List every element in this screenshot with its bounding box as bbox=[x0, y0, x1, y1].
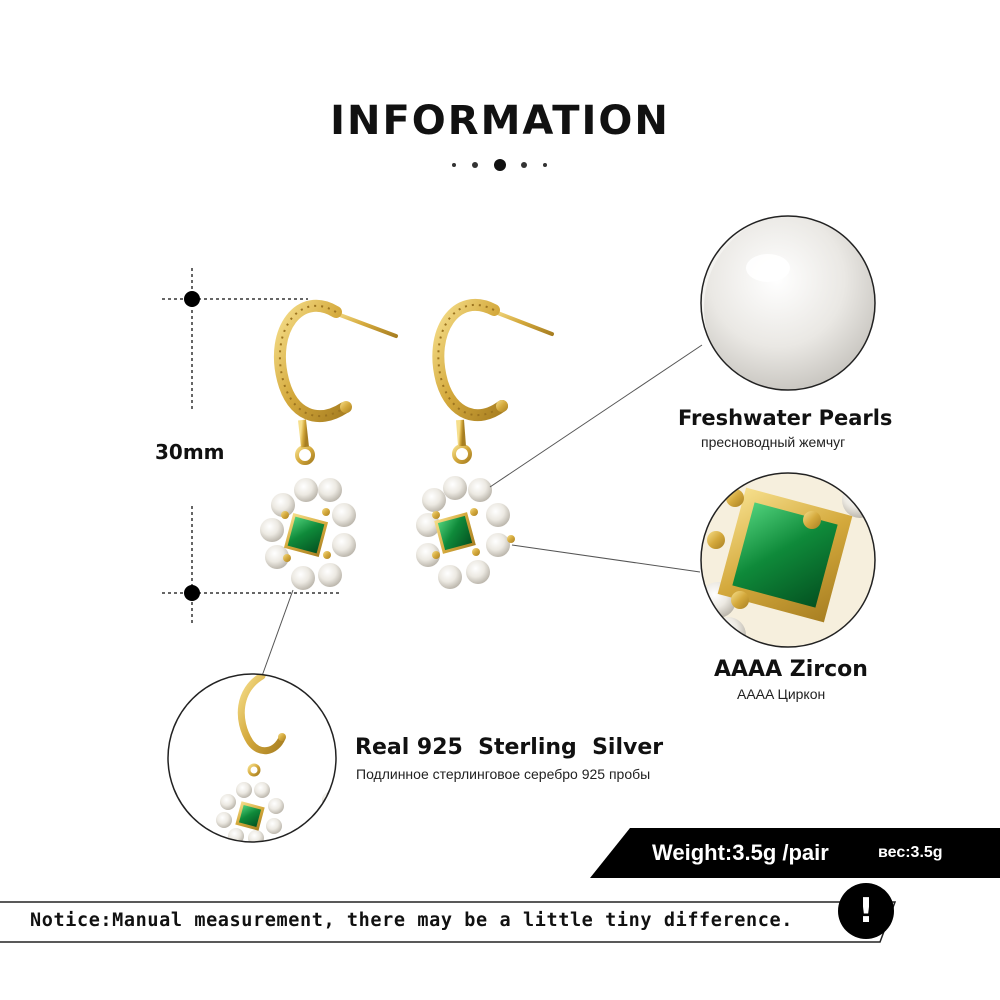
exclamation-icon: ! bbox=[838, 883, 894, 939]
earring-right bbox=[416, 298, 554, 589]
weight-banner bbox=[590, 828, 1000, 878]
pearl-detail-circle bbox=[700, 215, 876, 391]
page-title: INFORMATION bbox=[330, 98, 670, 144]
pearls-feature-title: Freshwater Pearls bbox=[678, 406, 893, 430]
pointer-lines bbox=[261, 344, 703, 677]
notice-text: Notice:Manual measurement, there may be … bbox=[30, 910, 793, 931]
silver-feature-title: Real 925 Sterling Silver bbox=[355, 735, 664, 760]
pearls-feature-subtitle: пресноводный жемчуг bbox=[701, 434, 846, 450]
weight-label: Weight:3.5g /pair bbox=[652, 840, 829, 865]
silver-feature-subtitle: Подлинное стерлинговое серебро 925 пробы bbox=[356, 766, 651, 782]
zircon-detail-circle bbox=[700, 472, 876, 648]
zircon-feature-subtitle: AAAA Циркон bbox=[737, 686, 826, 702]
height-measurement-label: 30mm bbox=[155, 440, 225, 464]
earring-left bbox=[260, 299, 398, 590]
measurement-guide bbox=[162, 268, 340, 625]
zircon-feature-title: AAAA Zircon bbox=[714, 657, 868, 682]
title-dots-decoration bbox=[450, 158, 550, 172]
weight-label-ru: вес:3.5g bbox=[878, 844, 943, 861]
silver-detail-circle bbox=[167, 673, 337, 843]
